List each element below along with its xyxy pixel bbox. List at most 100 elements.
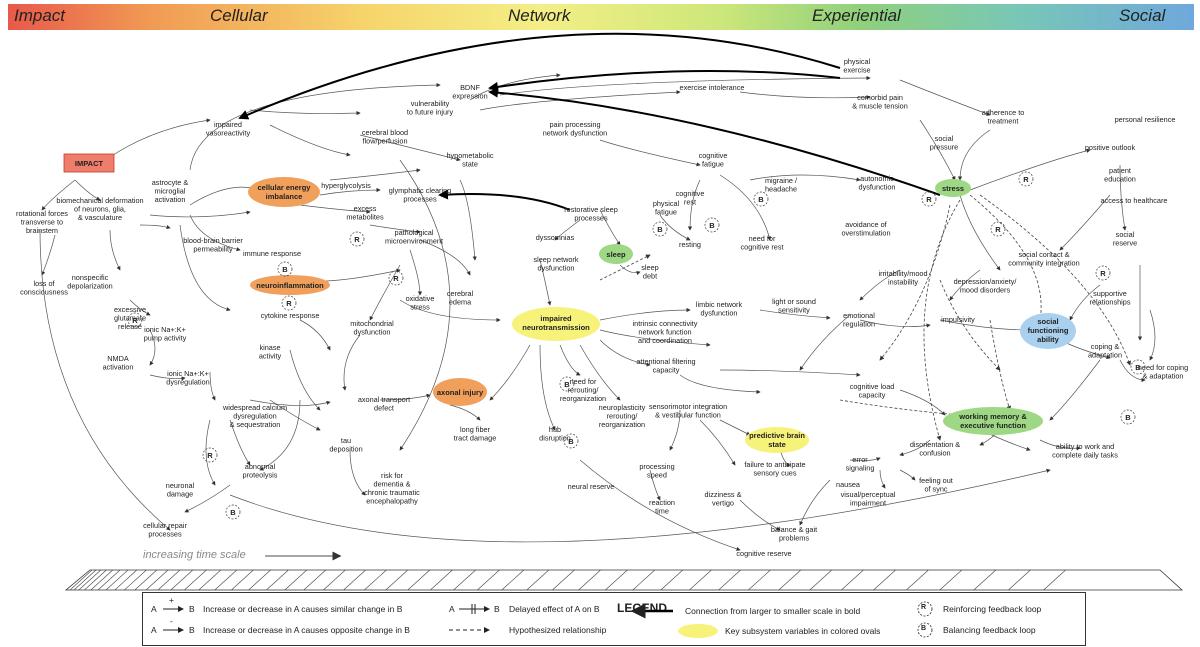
node-supportive-line-2: relationships xyxy=(1090,298,1131,307)
ruler-tick xyxy=(778,569,802,591)
node-ionic-pump-line-1: ionic Na+:K+ xyxy=(144,325,186,334)
node-excess-metabolites-line-2: metabolites xyxy=(346,213,384,222)
oval-axonal-injury xyxy=(433,378,487,406)
ruler-tick xyxy=(477,569,500,591)
node-impulsivity: impulsivity xyxy=(941,315,975,324)
ruler-tick xyxy=(605,569,628,591)
time-scale-label: increasing time scale xyxy=(143,549,246,561)
node-nonspecific-line-1: nonspecific xyxy=(72,273,109,282)
oval-predictive-label-1: predictive brain xyxy=(749,431,805,440)
node-reaction-time-line-2: time xyxy=(655,507,669,516)
node-kinase-line-1: kinase xyxy=(259,343,280,352)
node-nmda-line-2: activation xyxy=(103,363,134,372)
node-need-coping-line-1: need for coping xyxy=(1138,363,1188,372)
node-patient-education-line-2: education xyxy=(1104,175,1136,184)
node-cerebral-edema-line-2: edema xyxy=(449,298,472,307)
oval-working-memory xyxy=(943,407,1043,435)
reinforcing-loop-icon xyxy=(281,295,297,311)
reinforcing-loop-icon xyxy=(202,447,218,463)
ruler-tick xyxy=(323,569,346,591)
node-sleep-debt-line-1: sleep xyxy=(641,263,658,272)
node-kinase-line-2: activity xyxy=(259,352,282,361)
node-ionic-pump-line-2: pump activity xyxy=(144,334,187,343)
node-need-coping-line-2: & adaptation xyxy=(1143,372,1184,381)
oval-impaired-neuro-label-1: impaired xyxy=(540,314,572,323)
balancing-loop-icon xyxy=(277,261,293,277)
node-personal-resilience: personal resilience xyxy=(1115,115,1176,124)
node-hypometabolic-line-2: state xyxy=(462,160,478,169)
balancing-loop-icon xyxy=(225,504,241,520)
node-depression-line-2: mood disorders xyxy=(960,286,1011,295)
node-tau-line-2: deposition xyxy=(329,445,362,454)
node-glymphatic-line-1: glymphatic clearing xyxy=(389,186,451,195)
oval-cellular-energy-label-2: imbalance xyxy=(266,192,303,201)
ruler-tick xyxy=(453,569,476,591)
node-cognitive-rest-line-2: rest xyxy=(684,198,696,207)
node-disorientation-line-2: confusion xyxy=(919,449,950,458)
node-need-rerouting-line-1: need for xyxy=(570,377,597,386)
reinforcing-loop-icon xyxy=(1095,265,1111,281)
ruler-tick xyxy=(430,569,453,591)
node-risk-dementia-line-1: risk for xyxy=(381,471,403,480)
node-risk-dementia-line-2: dementia & xyxy=(374,480,411,489)
loop-letter: B xyxy=(230,508,236,517)
node-migraine-line-1: migraine / xyxy=(765,176,798,185)
node-neuroplasticity-line-3: reorganization xyxy=(599,420,645,429)
ruler-tick xyxy=(343,569,366,591)
node-cognitive-load-line-1: cognitive load xyxy=(850,382,895,391)
node-cellular-repair-line-1: cellular repair xyxy=(143,521,187,530)
ruler-tick xyxy=(170,569,194,591)
scale-social: Social xyxy=(1119,6,1166,25)
node-nmda-line-1: NMDA xyxy=(107,354,129,363)
ruler-tick xyxy=(145,569,169,591)
node-abnormal-proteolysis-line-1: abnormal xyxy=(245,462,276,471)
node-physical-exercise-line-2: exercise xyxy=(843,66,870,75)
loop-letter: R xyxy=(207,451,213,460)
ruler-tick xyxy=(385,569,409,591)
node-restorative-sleep-line-2: processes xyxy=(574,214,608,223)
node-sleep-network-line-1: sleep network xyxy=(533,255,578,264)
oval-working-memory-label-2: executive function xyxy=(960,421,1026,430)
oval-predictive-brain xyxy=(745,427,809,453)
node-tau-line-1: tau xyxy=(341,436,351,445)
legend: LEGEND A + B Increase or decrease in A c… xyxy=(142,592,1086,646)
node-bbb-line-1: blood-brain barrier xyxy=(183,236,243,245)
node-ability-work-line-1: ability to work and xyxy=(1056,442,1114,451)
oval-social-label-3: ability xyxy=(1037,335,1060,344)
node-coping-adaptation-line-2: adaptation xyxy=(1088,351,1122,360)
node-pain-processing-line-1: pain processing xyxy=(549,120,600,129)
node-excessive-glutamate-line-2: glutamate xyxy=(114,314,146,323)
legend-hypothesized-text: Hypothesized relationship xyxy=(509,625,607,635)
scale-impact: Impact xyxy=(14,6,66,25)
node-pain-processing-line-2: network dysfunction xyxy=(543,129,608,138)
ruler-tick xyxy=(134,569,158,591)
ruler-tick xyxy=(873,569,896,591)
legend-b1: B xyxy=(189,604,195,614)
node-dyssomnias: dyssomnias xyxy=(536,233,575,242)
node-rotational-line-3: brainstem xyxy=(26,226,58,235)
node-ionic-dysreg-line-1: ionic Na+:K+ xyxy=(167,369,209,378)
node-intrinsic-line-3: and coordination xyxy=(638,336,692,345)
oval-stress-label: stress xyxy=(942,184,964,193)
node-excess-metabolites-line-1: excess xyxy=(354,204,377,213)
node-social-pressure-line-2: pressure xyxy=(930,143,958,152)
impact-box xyxy=(63,153,115,173)
node-abnormal-proteolysis-line-2: proteolysis xyxy=(243,471,278,480)
reinforcing-loop-icon xyxy=(388,270,404,286)
loop-letter: B xyxy=(709,221,715,230)
node-cognitive-load-line-2: capacity xyxy=(859,391,886,400)
loop-letter: B xyxy=(282,265,288,274)
node-cerebral-blood-line-2: flow/perfusion xyxy=(362,137,407,146)
node-need-rerouting-line-2: rerouting/ xyxy=(568,386,600,395)
node-emotional-line-1: emotional xyxy=(843,311,875,320)
legend-opposite-text: Increase or decrease in A causes opposit… xyxy=(203,625,410,635)
oval-axonal-injury-label: axonal injury xyxy=(437,388,484,397)
oval-impaired-neuro-label-2: neurotransmission xyxy=(522,323,590,332)
node-astrocyte-line-2: microglial xyxy=(155,187,186,196)
ruler-tick xyxy=(114,569,138,591)
node-failure-anticipate-line-2: sensory cues xyxy=(754,469,797,478)
node-glymphatic-line-2: processes xyxy=(403,195,437,204)
node-intrinsic-line-2: network function xyxy=(638,328,691,337)
node-oxidative-line-2: stress xyxy=(410,303,430,312)
